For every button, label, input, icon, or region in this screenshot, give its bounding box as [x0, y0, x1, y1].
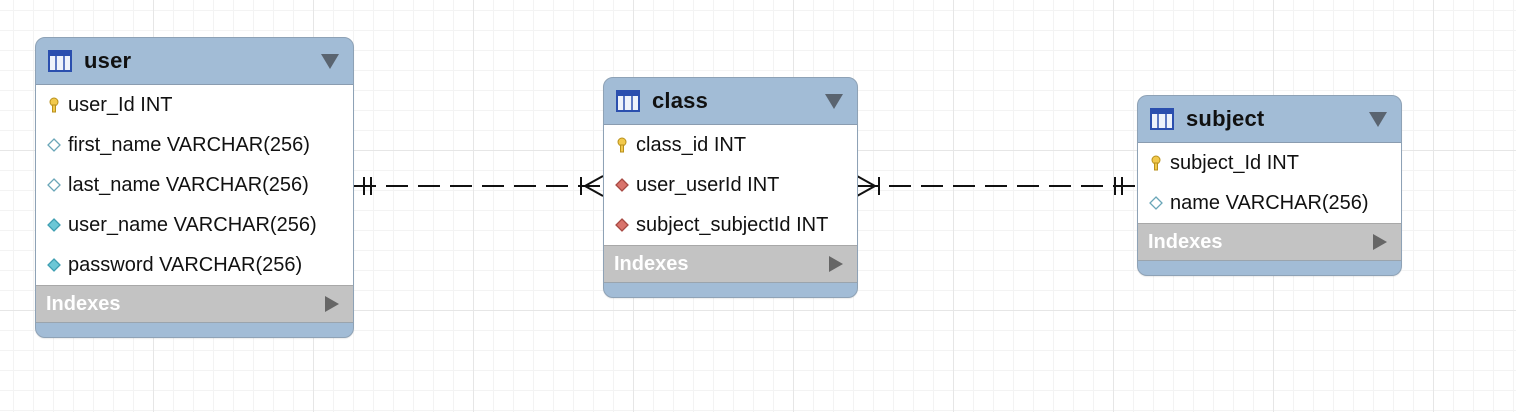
column-label: user_userId INT	[636, 173, 780, 196]
crowfoot-upper	[584, 175, 604, 187]
column-label: subject_subjectId INT	[636, 213, 829, 236]
primary-key-icon	[49, 97, 59, 113]
collapse-arrow-icon[interactable]	[1369, 112, 1387, 127]
table-name: user	[84, 48, 132, 73]
primary-key-icon	[617, 137, 627, 153]
primary-key-icon	[1151, 155, 1161, 171]
column-row[interactable]: user_userId INT	[604, 165, 857, 205]
column-row[interactable]: subject_subjectId INT	[604, 205, 857, 245]
table-class[interactable]: class class_id INT user_userId INT	[603, 77, 858, 298]
foreign-key-icon	[615, 178, 629, 192]
collapse-arrow-icon[interactable]	[321, 54, 339, 69]
nullable-column-icon	[47, 138, 61, 152]
column-row[interactable]: subject_Id INT	[1138, 143, 1401, 183]
column-row[interactable]: name VARCHAR(256)	[1138, 183, 1401, 223]
table-icon	[48, 50, 72, 72]
column-label: last_name VARCHAR(256)	[68, 173, 309, 196]
column-label: user_name VARCHAR(256)	[68, 213, 317, 236]
nullable-column-icon	[47, 178, 61, 192]
indexes-section[interactable]: Indexes	[1138, 223, 1401, 261]
relationship-user-class[interactable]	[354, 175, 604, 197]
expand-arrow-icon[interactable]	[1373, 234, 1387, 250]
crowfoot-lower	[584, 185, 604, 197]
column-list: class_id INT user_userId INT subject_sub…	[604, 125, 857, 245]
column-label: user_Id INT	[68, 93, 173, 116]
table-icon	[616, 90, 640, 112]
table-header[interactable]: subject	[1138, 96, 1401, 143]
table-header[interactable]: class	[604, 78, 857, 125]
expand-arrow-icon[interactable]	[325, 296, 339, 312]
table-footer	[1138, 261, 1401, 275]
relationship-class-subject[interactable]	[856, 175, 1137, 197]
column-label: name VARCHAR(256)	[1170, 191, 1369, 214]
column-row[interactable]: first_name VARCHAR(256)	[36, 125, 353, 165]
table-name: class	[652, 88, 709, 113]
expand-arrow-icon[interactable]	[829, 256, 843, 272]
crowfoot-lower	[856, 185, 876, 197]
indexes-section[interactable]: Indexes	[604, 245, 857, 283]
column-row[interactable]: user_Id INT	[36, 85, 353, 125]
table-icon	[1150, 108, 1174, 130]
column-label: first_name VARCHAR(256)	[68, 133, 310, 156]
table-subject[interactable]: subject subject_Id INT name VARCHAR(256)…	[1137, 95, 1402, 276]
column-row[interactable]: class_id INT	[604, 125, 857, 165]
not-null-column-icon	[47, 218, 61, 232]
not-null-column-icon	[47, 258, 61, 272]
crowfoot-upper	[856, 175, 876, 187]
nullable-column-icon	[1149, 196, 1163, 210]
table-footer	[604, 283, 857, 297]
column-label: class_id INT	[636, 133, 747, 156]
table-footer	[36, 323, 353, 337]
column-label: password VARCHAR(256)	[68, 253, 303, 276]
column-row[interactable]: password VARCHAR(256)	[36, 245, 353, 285]
column-label: subject_Id INT	[1170, 151, 1299, 174]
table-name: subject	[1186, 106, 1265, 131]
column-row[interactable]: last_name VARCHAR(256)	[36, 165, 353, 205]
foreign-key-icon	[615, 218, 629, 232]
collapse-arrow-icon[interactable]	[825, 94, 843, 109]
indexes-section[interactable]: Indexes	[36, 285, 353, 323]
column-row[interactable]: user_name VARCHAR(256)	[36, 205, 353, 245]
indexes-label: Indexes	[1148, 230, 1223, 253]
column-list: user_Id INT first_name VARCHAR(256) last…	[36, 85, 353, 285]
column-list: subject_Id INT name VARCHAR(256)	[1138, 143, 1401, 223]
table-user[interactable]: user user_Id INT first_name VARCHAR(256)	[35, 37, 354, 338]
table-header[interactable]: user	[36, 38, 353, 85]
indexes-label: Indexes	[614, 252, 689, 275]
indexes-label: Indexes	[46, 292, 121, 315]
